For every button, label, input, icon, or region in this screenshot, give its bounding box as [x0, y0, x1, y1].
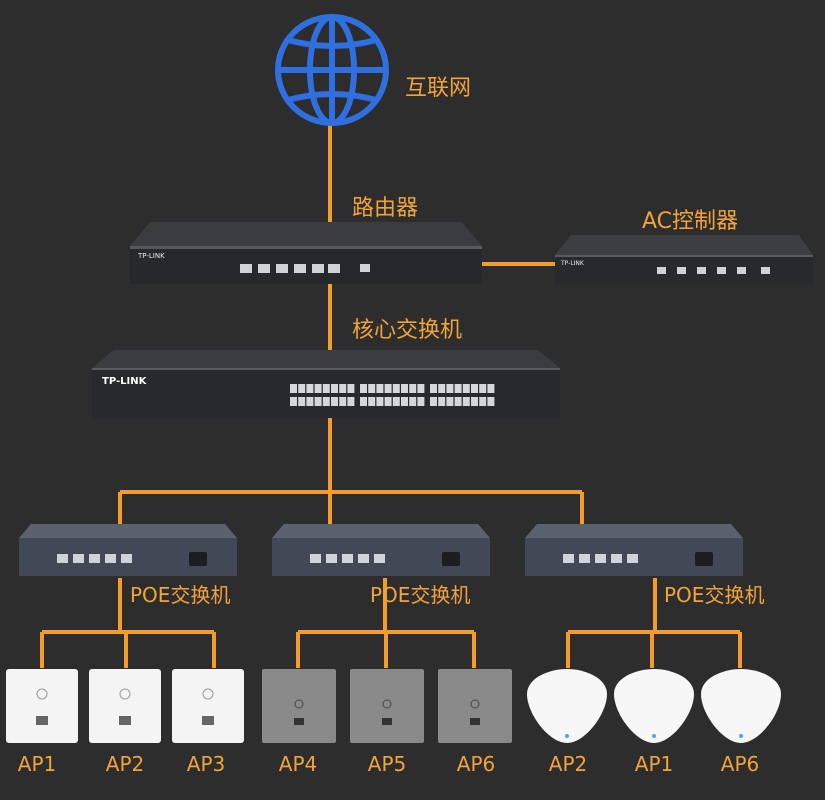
ap-label: AP6 — [720, 752, 760, 776]
poe-switch-1-label: POE交换机 — [130, 583, 231, 607]
switch-port — [368, 384, 376, 393]
ap-gray-panel — [350, 669, 424, 743]
ap-ceiling-dome — [527, 669, 607, 743]
ac-controller-device: TP-LINK — [555, 235, 813, 285]
switch-port — [339, 397, 347, 406]
switch-port — [360, 397, 367, 406]
switch-port — [360, 384, 367, 393]
ap-white-panel — [6, 669, 78, 743]
switch-port — [401, 384, 408, 393]
core-switch-device: TP-LINK — [92, 350, 560, 418]
switch-port — [376, 397, 384, 406]
ap-ceiling-dome — [614, 669, 694, 743]
switch-port — [290, 397, 297, 406]
internet-label: 互联网 — [405, 76, 472, 101]
switch-port — [306, 397, 314, 406]
switch-port — [339, 384, 347, 393]
poe-switch-2-label: POE交换机 — [370, 583, 471, 607]
switch-port — [471, 384, 478, 393]
ap-label: AP1 — [17, 752, 57, 776]
switch-port — [384, 384, 392, 393]
router-device: TP-LINK — [130, 222, 482, 284]
switch-port — [479, 397, 487, 406]
switch-port — [454, 384, 462, 393]
switch-port — [347, 384, 355, 393]
ap-label: AP4 — [278, 752, 318, 776]
switch-port — [314, 384, 322, 393]
switch-port — [430, 397, 437, 406]
ap-label: AP5 — [367, 752, 407, 776]
switch-port — [322, 384, 330, 393]
switch-port — [438, 397, 446, 406]
ap-label: AP1 — [634, 752, 674, 776]
poe-switch-3-label: POE交换机 — [664, 583, 765, 607]
switch-port — [401, 397, 408, 406]
switch-port — [347, 397, 355, 406]
ap-label: AP3 — [186, 752, 226, 776]
switch-port — [487, 384, 495, 393]
router-label: 路由器 — [352, 196, 419, 221]
switch-port — [446, 397, 454, 406]
switch-port — [430, 384, 437, 393]
ap-ceiling-dome — [701, 669, 781, 743]
ap-gray-panel — [262, 669, 336, 743]
switch-port — [462, 384, 470, 393]
ap-label: AP6 — [456, 752, 496, 776]
core-switch-label: 核心交换机 — [352, 318, 463, 343]
ap-label: AP2 — [548, 752, 588, 776]
switch-port — [462, 397, 470, 406]
switch-port — [290, 384, 297, 393]
switch-port — [409, 384, 417, 393]
switch-port — [438, 384, 446, 393]
switch-port — [417, 397, 425, 406]
globe-icon — [275, 14, 389, 126]
ap-gray-panel — [438, 669, 512, 743]
switch-port — [392, 384, 400, 393]
poe-switch-1 — [19, 524, 237, 576]
switch-port — [331, 384, 338, 393]
poe-switch-2 — [272, 524, 490, 576]
ap-white-panel — [89, 669, 161, 743]
switch-port — [409, 397, 417, 406]
svg-text:TP-LINK: TP-LINK — [102, 376, 148, 387]
ap-label: AP2 — [105, 752, 145, 776]
switch-port — [331, 397, 338, 406]
switch-port — [471, 397, 478, 406]
switch-port — [487, 397, 495, 406]
router-brand: TP-LINK — [137, 252, 165, 260]
switch-port — [392, 397, 400, 406]
ac-label: AC控制器 — [642, 209, 739, 234]
svg-text:TP-LINK: TP-LINK — [560, 260, 585, 267]
switch-port — [454, 397, 462, 406]
switch-port — [306, 384, 314, 393]
switch-port — [417, 384, 425, 393]
switch-port — [446, 384, 454, 393]
switch-port — [376, 384, 384, 393]
switch-port — [479, 384, 487, 393]
switch-port — [368, 397, 376, 406]
switch-port — [322, 397, 330, 406]
switch-port — [298, 397, 306, 406]
poe-switch-3 — [525, 524, 743, 576]
switch-port — [314, 397, 322, 406]
switch-port — [384, 397, 392, 406]
ap-white-panel — [172, 669, 244, 743]
switch-port — [298, 384, 306, 393]
